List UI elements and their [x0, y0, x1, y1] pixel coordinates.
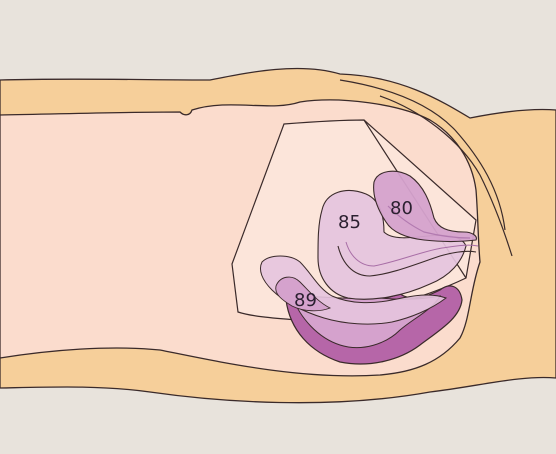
label-uterus: 80 — [390, 198, 413, 219]
label-bladder: 85 — [338, 212, 361, 233]
label-rectum: 89 — [294, 290, 317, 311]
